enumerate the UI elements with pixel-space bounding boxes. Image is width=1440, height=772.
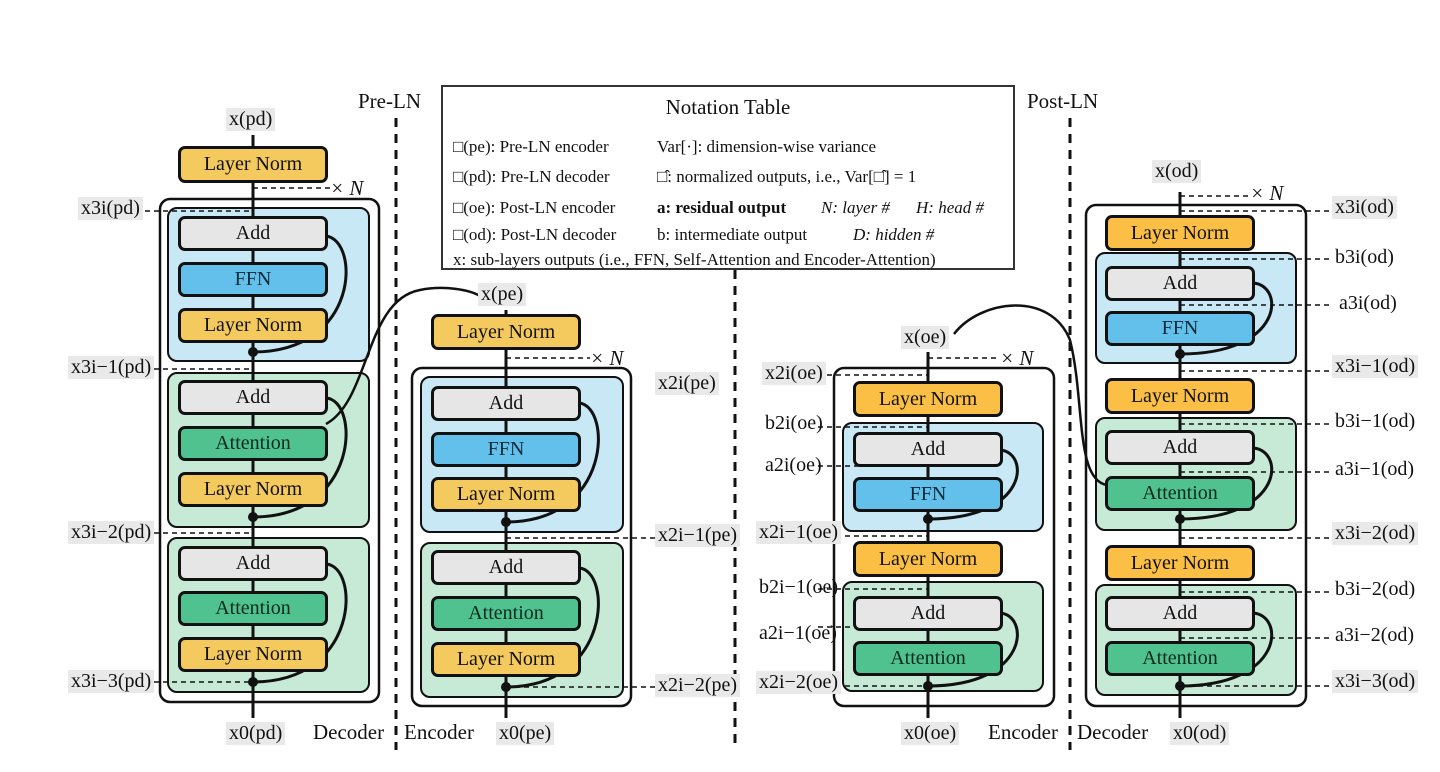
- post-encoder-to-decoder-link: [953, 304, 1108, 487]
- post-dec-add-3: Add: [1105, 266, 1255, 301]
- pre-enc-self-attention: Attention: [431, 596, 581, 631]
- label-oe-2i: x2i(oe): [762, 362, 826, 385]
- post-dec-layer-norm-3: Layer Norm: [1105, 215, 1255, 251]
- label-pd-3i-2: x3i−2(pd): [68, 521, 155, 544]
- pre-enc-layer-norm-1: Layer Norm: [431, 642, 581, 677]
- label-oe-2i-2: x2i−2(oe): [756, 671, 842, 694]
- pre-dec-add-3: Add: [178, 216, 328, 251]
- post-dec-add-1: Add: [1105, 596, 1255, 631]
- label-oe-a2i-1: a2i−1(oe): [759, 622, 837, 644]
- notation-pd: □(pd): Pre-LN decoder: [453, 167, 610, 186]
- repeat-n-post-encoder: × N: [1000, 346, 1034, 370]
- notation-pe: □(pe): Pre-LN encoder: [453, 137, 609, 156]
- notation-d: D: hidden #: [853, 225, 935, 244]
- label-pd-0: x0(pd): [226, 722, 286, 745]
- label-od-a3i: a3i(od): [1339, 292, 1397, 314]
- notation-oe: □(oe): Post-LN encoder: [453, 198, 616, 217]
- post-encoder-caption: Encoder: [988, 720, 1058, 744]
- post-enc-layer-norm-2: Layer Norm: [853, 381, 1003, 417]
- pre-encoder-to-decoder-link: [325, 286, 481, 426]
- pre-enc-add-2: Add: [431, 386, 581, 421]
- pre-dec-add-1: Add: [178, 546, 328, 581]
- notation-title: Notation Table: [665, 95, 791, 119]
- label-oe-0: x0(oe): [901, 722, 960, 745]
- label-od-b3i-2: b3i−2(od): [1335, 578, 1416, 600]
- post-dec-ffn: FFN: [1105, 311, 1255, 346]
- label-od-3i-1: x3i−1(od): [1332, 355, 1419, 378]
- post-decoder-caption: Decoder: [1077, 720, 1149, 744]
- pre-dec-self-attention: Attention: [178, 591, 328, 626]
- notation-table: Notation Table □(pe): Pre-LN encoder □(p…: [441, 85, 1015, 270]
- label-pe-top: x(pe): [478, 283, 527, 306]
- post-enc-ffn: FFN: [853, 477, 1003, 512]
- post-ln-title: Post-LN: [1027, 89, 1099, 113]
- post-enc-add-1: Add: [853, 596, 1003, 631]
- repeat-n-pre-decoder: × N: [330, 176, 364, 200]
- pre-enc-layer-norm-2: Layer Norm: [431, 477, 581, 512]
- label-pe-2i-1: x2i−1(pe): [655, 524, 741, 547]
- pre-encoder-caption: Encoder: [404, 720, 474, 744]
- label-od-3i: x3i(od): [1332, 196, 1397, 219]
- notation-normalized: □̂: normalized outputs, i.e., Var[□̂] = …: [657, 167, 917, 186]
- pre-dec-layer-norm-3: Layer Norm: [178, 308, 328, 343]
- label-pd-3i: x3i(pd): [78, 197, 143, 220]
- label-od-b3i: b3i(od): [1335, 246, 1394, 268]
- label-pe-2i: x2i(pe): [655, 372, 719, 395]
- repeat-n-post-decoder: × N: [1250, 181, 1284, 205]
- label-oe-a2i: a2i(oe): [765, 454, 822, 476]
- notation-n: N: layer #: [821, 198, 890, 217]
- label-oe-top: x(oe): [901, 326, 950, 349]
- post-dec-layer-norm-1: Layer Norm: [1105, 545, 1255, 581]
- repeat-n-pre-encoder: × N: [590, 346, 624, 370]
- pre-enc-final-layer-norm: Layer Norm: [431, 314, 581, 350]
- label-od-top: x(od): [1152, 160, 1202, 183]
- pre-decoder-caption: Decoder: [313, 720, 385, 744]
- label-oe-b2i-1: b2i−1(oe): [759, 576, 839, 598]
- pre-dec-final-layer-norm: Layer Norm: [178, 146, 328, 183]
- label-od-a3i-1: a3i−1(od): [1335, 458, 1415, 480]
- label-pd-top: x(pd): [226, 108, 276, 131]
- post-dec-layer-norm-2: Layer Norm: [1105, 378, 1255, 414]
- post-enc-add-2: Add: [853, 432, 1003, 467]
- pre-dec-ffn: FFN: [178, 262, 328, 297]
- pre-ln-title: Pre-LN: [358, 89, 421, 113]
- notation-od: □(od): Post-LN decoder: [453, 225, 617, 244]
- label-od-3i-2: x3i−2(od): [1332, 522, 1419, 545]
- notation-x: x: sub-layers outputs (i.e., FFN, Self-A…: [453, 250, 936, 269]
- notation-b: b: intermediate output: [657, 225, 808, 244]
- post-dec-encoder-attention: Attention: [1105, 476, 1255, 511]
- label-pe-0: x0(pe): [496, 722, 555, 745]
- label-od-a3i-2: a3i−2(od): [1335, 624, 1415, 646]
- post-dec-add-2: Add: [1105, 430, 1255, 465]
- notation-a: a: residual output: [657, 198, 787, 217]
- pre-enc-add-1: Add: [431, 550, 581, 585]
- notation-var: Var[·]: dimension-wise variance: [657, 137, 877, 156]
- label-od-0: x0(od): [1170, 722, 1230, 745]
- label-od-3i-3: x3i−3(od): [1332, 670, 1419, 693]
- pre-dec-layer-norm-1: Layer Norm: [178, 637, 328, 672]
- pre-encoder-frame: [410, 366, 633, 708]
- label-oe-2i-1: x2i−1(oe): [756, 521, 842, 544]
- pre-decoder-frame: [158, 197, 381, 704]
- label-oe-b2i: b2i(oe): [765, 412, 823, 434]
- notation-h: H: head #: [916, 198, 984, 217]
- label-pd-3i-3: x3i−3(pd): [68, 670, 155, 693]
- pre-dec-add-2: Add: [178, 380, 328, 415]
- post-dec-self-attention: Attention: [1105, 641, 1255, 676]
- post-enc-layer-norm-1: Layer Norm: [853, 541, 1003, 577]
- post-enc-self-attention: Attention: [853, 641, 1003, 676]
- pre-dec-encoder-attention: Attention: [178, 426, 328, 461]
- pre-enc-ffn: FFN: [431, 432, 581, 467]
- pre-dec-layer-norm-2: Layer Norm: [178, 472, 328, 507]
- label-pe-2i-2: x2i−2(pe): [655, 674, 741, 697]
- label-pd-3i-1: x3i−1(pd): [68, 356, 155, 379]
- label-od-b3i-1: b3i−1(od): [1335, 410, 1416, 432]
